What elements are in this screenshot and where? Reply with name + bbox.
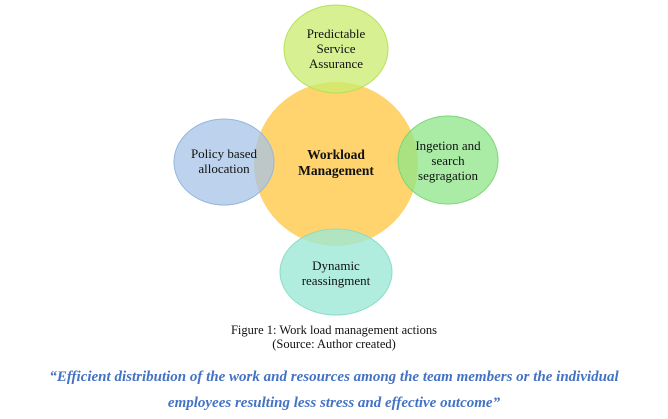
- quote-block: “Efficient distribution of the work and …: [10, 364, 658, 416]
- quote-line-2: employees resulting less stress and effe…: [167, 395, 501, 411]
- center-circle: [254, 82, 418, 246]
- right-label: Ingetion and search segragation: [415, 137, 481, 183]
- caption-line-2: (Source: Author created): [272, 337, 396, 351]
- right-circle: [397, 115, 499, 205]
- bottom-label: Dynamic reassingment: [301, 258, 371, 288]
- left-circle: [173, 118, 275, 206]
- center-label: Workload Management: [298, 147, 374, 178]
- diagram-shapes: [173, 4, 499, 316]
- figure-caption: Figure 1: Work load management actions (…: [0, 323, 668, 351]
- caption-line-1: Figure 1: Work load management actions: [230, 323, 437, 337]
- workload-diagram: Workload Management Predictable Service …: [173, 4, 499, 316]
- left-label: Policy based allocation: [190, 146, 258, 176]
- top-label: Predictable Service Assurance: [306, 25, 366, 71]
- bottom-circle: [279, 228, 393, 316]
- quote-line-1: “Efficient distribution of the work and …: [49, 369, 619, 385]
- top-circle: [283, 4, 389, 94]
